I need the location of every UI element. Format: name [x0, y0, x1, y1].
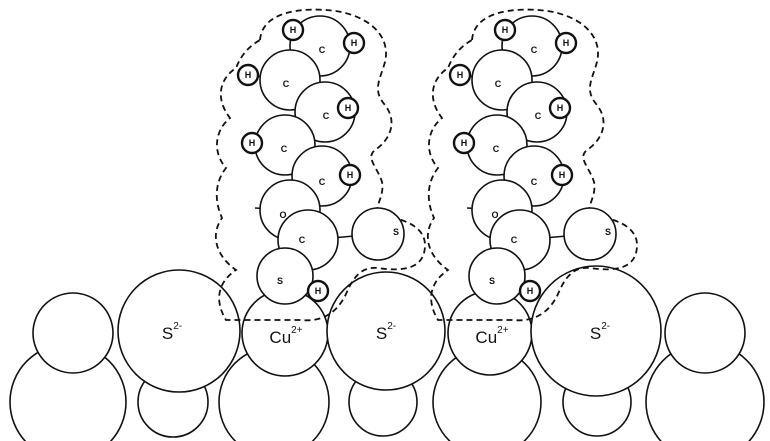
atom-label: C [283, 79, 290, 89]
atom-label: H [347, 170, 354, 180]
hydrogen-atom [240, 131, 264, 155]
ion-label-cu-1: Cu2+ [269, 325, 302, 347]
atom-label: C [493, 144, 500, 154]
atom-label: H [345, 103, 352, 113]
molecule-left: H H H H H H H C C C C C O C S S [214, 8, 426, 322]
ion-label-s-1: S2- [162, 321, 182, 343]
atom-label: H [315, 286, 322, 296]
atom-label: C [319, 177, 326, 187]
hydrogen-atom [338, 163, 362, 187]
atom-label: C [531, 45, 538, 55]
s2-ion [326, 271, 446, 391]
atom-label: H [563, 38, 570, 48]
atom-label: S [277, 276, 283, 286]
hydrogen-atom [448, 63, 472, 87]
hydrogen-atom [236, 63, 260, 87]
atom-label: C [281, 144, 288, 154]
atom-label: S [605, 227, 611, 237]
sulfur-atom [256, 247, 314, 305]
atom-label: H [502, 25, 509, 35]
atom-label: H [351, 38, 358, 48]
atom-label: C [495, 79, 502, 89]
atom-label: C [323, 111, 330, 121]
sulfur-atom [468, 247, 526, 305]
ion-label-cu-2: Cu2+ [475, 325, 508, 347]
ion-label-s-2: S2- [376, 321, 396, 343]
atom-label: C [299, 235, 306, 245]
atom-label: H [457, 70, 464, 80]
hydrogen-atom [493, 18, 517, 42]
surface-sphere [32, 292, 114, 374]
s2-ion [530, 265, 662, 397]
atom-label: C [511, 235, 518, 245]
atom-label: H [245, 70, 252, 80]
atom-label: C [319, 45, 326, 55]
atom-label: H [527, 286, 534, 296]
hydrogen-atom [281, 18, 305, 42]
hydrogen-atom [342, 31, 366, 55]
sulfur-atom [351, 207, 405, 261]
atom-label: S [489, 276, 495, 286]
sulfur-atom [563, 207, 617, 261]
s2-ion [117, 269, 241, 393]
atom-label: H [249, 138, 256, 148]
atom-label: O [491, 210, 498, 220]
atom-label: H [290, 25, 297, 35]
atom-label: S [393, 227, 399, 237]
atom-label: C [535, 111, 542, 121]
surface-sphere [664, 292, 746, 374]
hydrogen-atom [554, 31, 578, 55]
molecule-right: H H H H H H H C C C C C O C S S [426, 8, 638, 322]
hydrogen-atom [306, 279, 330, 303]
surface-top-row [32, 265, 746, 397]
ion-label-s-3: S2- [590, 321, 610, 343]
hydrogen-atom [336, 96, 360, 120]
hydrogen-atom [548, 96, 572, 120]
atom-label: H [559, 170, 566, 180]
hydrogen-atom [518, 279, 542, 303]
hydrogen-atom [452, 131, 476, 155]
molecule-envelope [426, 8, 638, 322]
atom-label: H [461, 138, 468, 148]
atom-label: O [279, 210, 286, 220]
molecule-envelope [214, 8, 426, 322]
atom-label: C [531, 177, 538, 187]
hydrogen-atom [550, 163, 574, 187]
atom-label: H [557, 103, 564, 113]
